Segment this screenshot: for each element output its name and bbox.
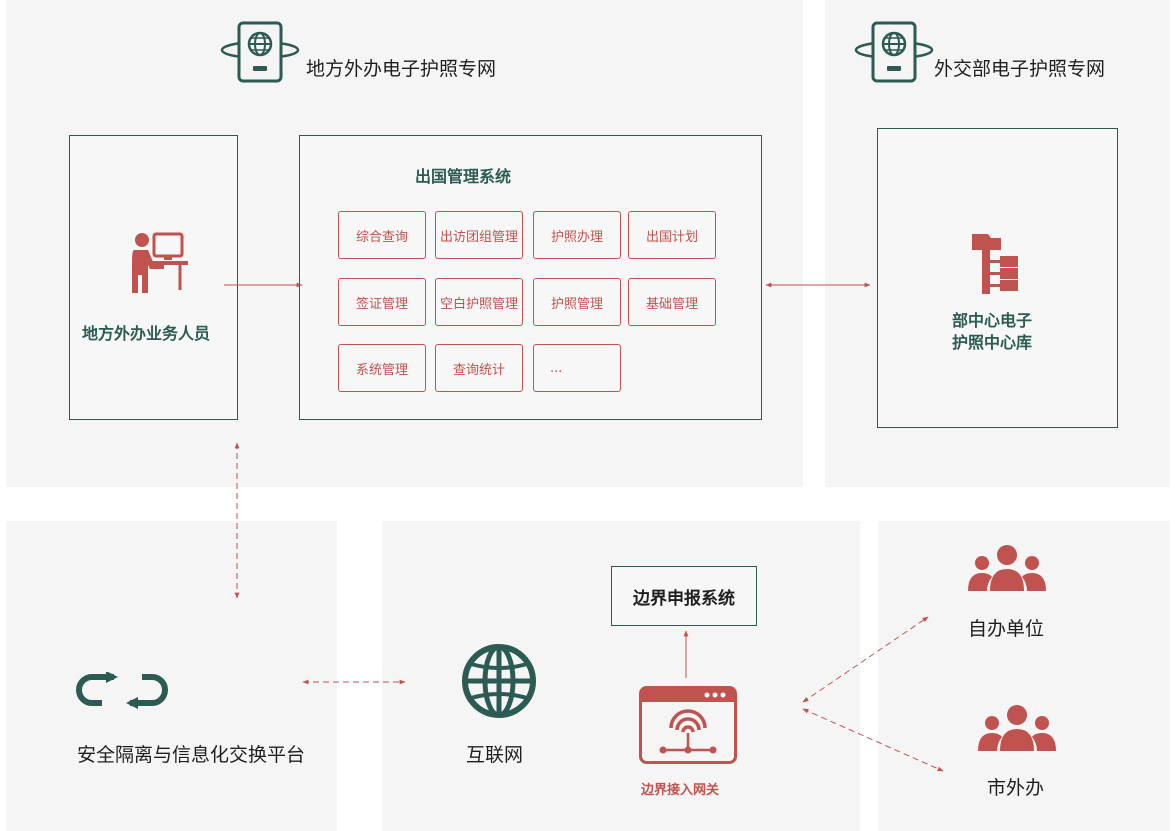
- module-comprehensive-query[interactable]: 综合查询: [338, 211, 426, 259]
- border-report-label: 边界申报系统: [633, 588, 735, 609]
- passport-globe-icon: [220, 21, 300, 83]
- exchange-arrows-icon: [76, 672, 168, 709]
- exchange-platform-label: 安全隔离与信息化交换平台: [77, 744, 306, 766]
- group-icon: [978, 705, 1056, 751]
- module-system-management[interactable]: 系统管理: [338, 344, 426, 392]
- module-passport-management[interactable]: 护照管理: [533, 278, 621, 326]
- border-report-box[interactable]: 边界申报系统: [611, 566, 757, 626]
- gateway-wifi-icon: [639, 686, 737, 764]
- system-title: 出国管理系统: [415, 167, 512, 186]
- staff-label: 地方外办业务人员: [82, 324, 211, 343]
- exchange-panel: [6, 521, 337, 831]
- passport-globe-icon: [854, 21, 934, 83]
- mfa-network-title: 外交部电子护照专网: [934, 58, 1106, 80]
- local-network-title: 地方外办电子护照专网: [306, 58, 497, 80]
- module-visa-management[interactable]: 签证管理: [338, 278, 426, 326]
- hierarchy-database-icon: [972, 234, 1018, 294]
- internet-label: 互联网: [466, 744, 524, 766]
- central-db-label-line1: 部中心电子: [952, 311, 1033, 330]
- border-gateway-label: 边界接入网关: [641, 783, 720, 798]
- module-more[interactable]: ...: [533, 344, 621, 392]
- module-blank-passport-management[interactable]: 空白护照管理: [435, 278, 523, 326]
- city-office-label: 市外办: [987, 777, 1045, 799]
- staff-computer-icon: [132, 232, 188, 293]
- central-db-label-line2: 护照中心库: [952, 333, 1033, 352]
- module-delegation-management[interactable]: 出访团组管理: [435, 211, 523, 259]
- module-query-statistics[interactable]: 查询统计: [435, 344, 523, 392]
- globe-icon: [462, 644, 536, 718]
- module-travel-plan[interactable]: 出国计划: [628, 211, 716, 259]
- staff-box[interactable]: [69, 135, 238, 420]
- module-base-management[interactable]: 基础管理: [628, 278, 716, 326]
- module-passport-processing[interactable]: 护照办理: [533, 211, 621, 259]
- self-unit-label: 自办单位: [968, 618, 1045, 640]
- central-db-box[interactable]: [877, 128, 1118, 428]
- group-icon: [968, 545, 1046, 591]
